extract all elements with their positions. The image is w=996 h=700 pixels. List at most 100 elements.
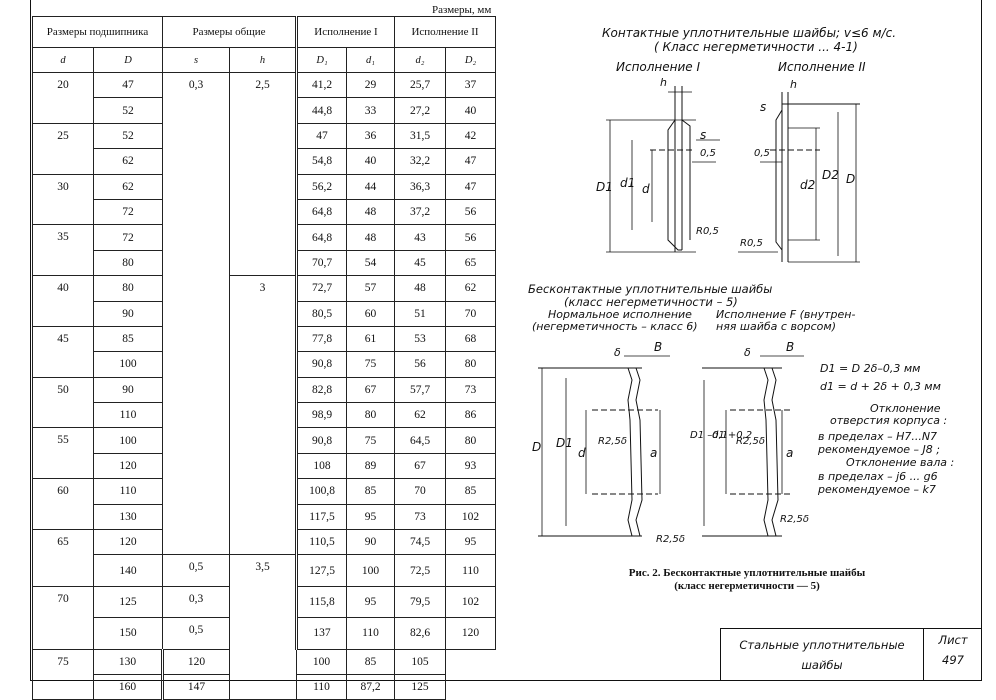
cell-D1: 90,8 xyxy=(295,351,347,378)
cell-d1: 60 xyxy=(346,300,395,327)
cell-d2: 37,2 xyxy=(394,198,446,226)
contact-title: Контактные уплотнительные шайбы; v≤6 м/с… xyxy=(602,26,897,40)
noncontact-title: Бесконтактные уплотнительные шайбы xyxy=(528,282,773,296)
dim-05-v1: 0,5 xyxy=(700,148,716,159)
cell-D: 140 xyxy=(93,554,163,587)
cell-d1: 48 xyxy=(346,224,395,251)
cell-d1: 75 xyxy=(346,427,395,454)
sheet-number: 497 xyxy=(942,653,964,667)
cell-d: 45 xyxy=(32,325,94,378)
cell-d2: 87,2 xyxy=(346,673,395,700)
dim-B-normal: B xyxy=(654,340,663,354)
formula-d1: d1 = d + 2δ + 0,3 мм xyxy=(820,380,941,393)
cell-d2: 62 xyxy=(394,402,446,429)
cell-d2: 56 xyxy=(394,351,446,378)
cell-D2: 110 xyxy=(445,554,496,587)
cell-D1: 54,8 xyxy=(295,148,347,175)
units-caption: Размеры, мм xyxy=(432,4,492,16)
formula-D1: D1 = D 2δ–0,3 мм xyxy=(820,362,921,375)
cell-d2: 51 xyxy=(394,300,446,327)
cell-D: 72 xyxy=(93,198,163,226)
cell-d1: 95 xyxy=(346,585,395,619)
seal-washer-drawings xyxy=(538,86,860,537)
title-block-name: Стальные уплотнительные шайбы xyxy=(721,629,923,681)
cell-d1: 61 xyxy=(346,325,395,353)
dim-delta-f: δ xyxy=(744,346,751,359)
dim-s-v1: s xyxy=(700,128,707,142)
cell-D: 110 xyxy=(93,478,163,505)
dim-R05-v2: R0,5 xyxy=(740,238,763,249)
cell-D2: 62 xyxy=(445,275,496,302)
dim-R05-v1: R0,5 xyxy=(696,226,719,237)
note-housing-recommended: рекомендуемое – J8 ; xyxy=(818,443,940,456)
cell-D1: 108 xyxy=(295,452,347,480)
cell-D1: 47 xyxy=(295,122,347,150)
cell-d2: 64,5 xyxy=(394,427,446,454)
cell-d: 60 xyxy=(32,478,94,531)
cell-D: 90 xyxy=(93,376,163,404)
cell-d2: 73 xyxy=(394,503,446,531)
header-version-2: Исполнение II xyxy=(394,16,496,48)
cell-d2: 72,5 xyxy=(394,554,446,587)
cell-d1: 85 xyxy=(346,478,395,505)
cell-D: 47 xyxy=(93,71,163,99)
dim-d-v1: d xyxy=(642,182,650,196)
cell-d: 55 xyxy=(32,427,94,480)
cell-D1: 147 xyxy=(161,673,230,700)
title-block: Стальные уплотнительные шайбы Лист 497 xyxy=(720,628,981,681)
dim-D1-v1: D1 xyxy=(596,180,613,194)
dim-R25d-f-bottom: R2,5δ xyxy=(780,514,809,525)
header-bearing-dimensions: Размеры подшипника xyxy=(32,16,163,48)
cell-D1: 90,8 xyxy=(295,427,347,454)
cell-D2: 37 xyxy=(445,71,496,99)
symbol-d2: d₂ xyxy=(394,47,446,73)
cell-h: 3,5 xyxy=(229,554,297,700)
cell-D: 100 xyxy=(93,351,163,378)
note-deviation-shaft: Отклонение вала : xyxy=(846,456,955,469)
cell-D: 125 xyxy=(93,585,163,619)
symbol-h: h xyxy=(229,47,297,73)
contact-version-2-drawing xyxy=(738,92,860,263)
cell-d2: 74,5 xyxy=(394,529,446,556)
cell-D: 150 xyxy=(93,617,163,650)
cell-D1: 64,8 xyxy=(295,224,347,251)
cell-s: 0,5 xyxy=(162,617,230,650)
cell-h: 2,5 xyxy=(229,71,297,277)
cell-D: 72 xyxy=(93,224,163,251)
cell-d2: 25,7 xyxy=(394,71,446,99)
cell-d1: 75 xyxy=(346,351,395,378)
cell-D1: 98,9 xyxy=(295,402,347,429)
cell-D2: 47 xyxy=(445,173,496,200)
cell-D1: 115,8 xyxy=(295,585,347,619)
cell-d1: 100 xyxy=(296,648,347,675)
contact-subtitle: ( Класс негерметичности ... 4-1) xyxy=(654,40,858,54)
cell-d2: 48 xyxy=(394,275,446,302)
cell-d2: 82,6 xyxy=(394,617,446,650)
note-deviation-housing-1: Отклонение xyxy=(870,402,941,415)
cell-d: 75 xyxy=(32,648,94,700)
symbol-D2: D₂ xyxy=(445,47,496,73)
cell-d1: 110 xyxy=(346,617,395,650)
cell-d2: 70 xyxy=(394,478,446,505)
cell-d1: 100 xyxy=(346,554,395,587)
cell-D2: 70 xyxy=(445,300,496,327)
cell-D: 90 xyxy=(93,300,163,327)
dim-d1-f: d1 +0,2 xyxy=(712,430,753,441)
cell-d2: 27,2 xyxy=(394,97,446,124)
cell-d2: 57,7 xyxy=(394,376,446,404)
label-version-1: Исполнение I xyxy=(616,60,701,74)
cell-D: 80 xyxy=(93,275,163,302)
cell-D1: 41,2 xyxy=(295,71,347,99)
cell-d2: 53 xyxy=(394,325,446,353)
cell-D2: 102 xyxy=(445,585,496,619)
cell-d: 50 xyxy=(32,376,94,429)
dim-B-f: B xyxy=(786,340,795,354)
note-deviation-housing-2: отверстия корпуса : xyxy=(830,414,948,427)
